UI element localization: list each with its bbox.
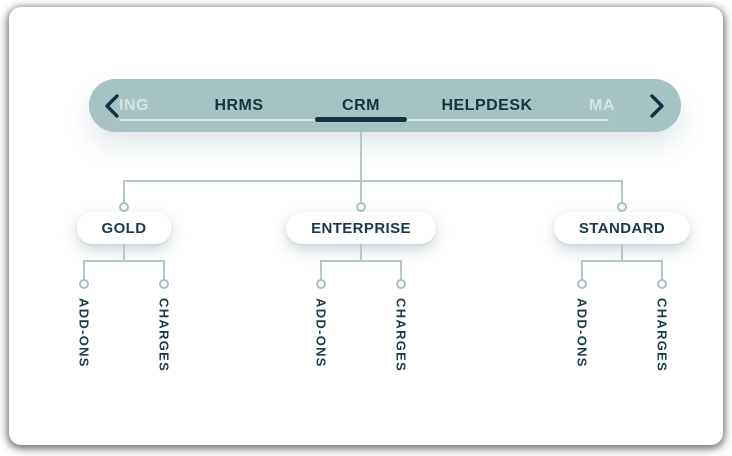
connector-node-dot bbox=[356, 202, 366, 212]
leaf-label-addons: ADD-ONS bbox=[76, 298, 92, 368]
connector-node-dot bbox=[396, 279, 406, 289]
connector-main-line bbox=[123, 180, 623, 182]
leaf-label-charges: CHARGES bbox=[156, 298, 172, 373]
leaf-label-addons: ADD-ONS bbox=[574, 298, 590, 368]
tab-partial-left[interactable]: ING bbox=[119, 96, 149, 114]
connector-node-dot bbox=[657, 279, 667, 289]
leaf-label-charges: CHARGES bbox=[654, 298, 670, 373]
connector-bracket bbox=[83, 260, 165, 280]
connector-node-dot bbox=[617, 202, 627, 212]
chevron-left-icon[interactable] bbox=[101, 92, 123, 120]
connector-node-dot bbox=[316, 279, 326, 289]
plan-node-standard[interactable]: STANDARD bbox=[553, 212, 691, 244]
connector-node-dot bbox=[577, 279, 587, 289]
connector-line bbox=[360, 180, 362, 202]
chevron-right-icon[interactable] bbox=[646, 92, 668, 120]
plan-node-enterprise[interactable]: ENTERPRISE bbox=[286, 212, 436, 244]
connector-root-line bbox=[360, 132, 362, 181]
connector-node-dot bbox=[79, 279, 89, 289]
connector-bracket bbox=[320, 260, 402, 280]
connector-line bbox=[621, 180, 623, 202]
connector-line bbox=[360, 244, 362, 260]
tab-crm-active[interactable]: CRM bbox=[342, 96, 380, 114]
connector-node-dot bbox=[119, 202, 129, 212]
tab-partial-right[interactable]: MA bbox=[589, 96, 615, 114]
product-tab-bar: ING HRMS CRM HELPDESK MA bbox=[89, 79, 681, 132]
connector-line bbox=[621, 244, 623, 260]
leaf-label-charges: CHARGES bbox=[393, 298, 409, 373]
connector-node-dot bbox=[159, 279, 169, 289]
leaf-label-addons: ADD-ONS bbox=[313, 298, 329, 368]
connector-line bbox=[123, 244, 125, 260]
tab-hrms[interactable]: HRMS bbox=[214, 96, 264, 114]
plan-node-gold[interactable]: GOLD bbox=[76, 212, 172, 244]
connector-bracket bbox=[581, 260, 663, 280]
connector-line bbox=[123, 180, 125, 202]
active-tab-indicator bbox=[315, 117, 407, 122]
card: ING HRMS CRM HELPDESK MA GOLD ADD-ONS CH… bbox=[9, 7, 723, 445]
tab-helpdesk[interactable]: HELPDESK bbox=[441, 96, 533, 114]
